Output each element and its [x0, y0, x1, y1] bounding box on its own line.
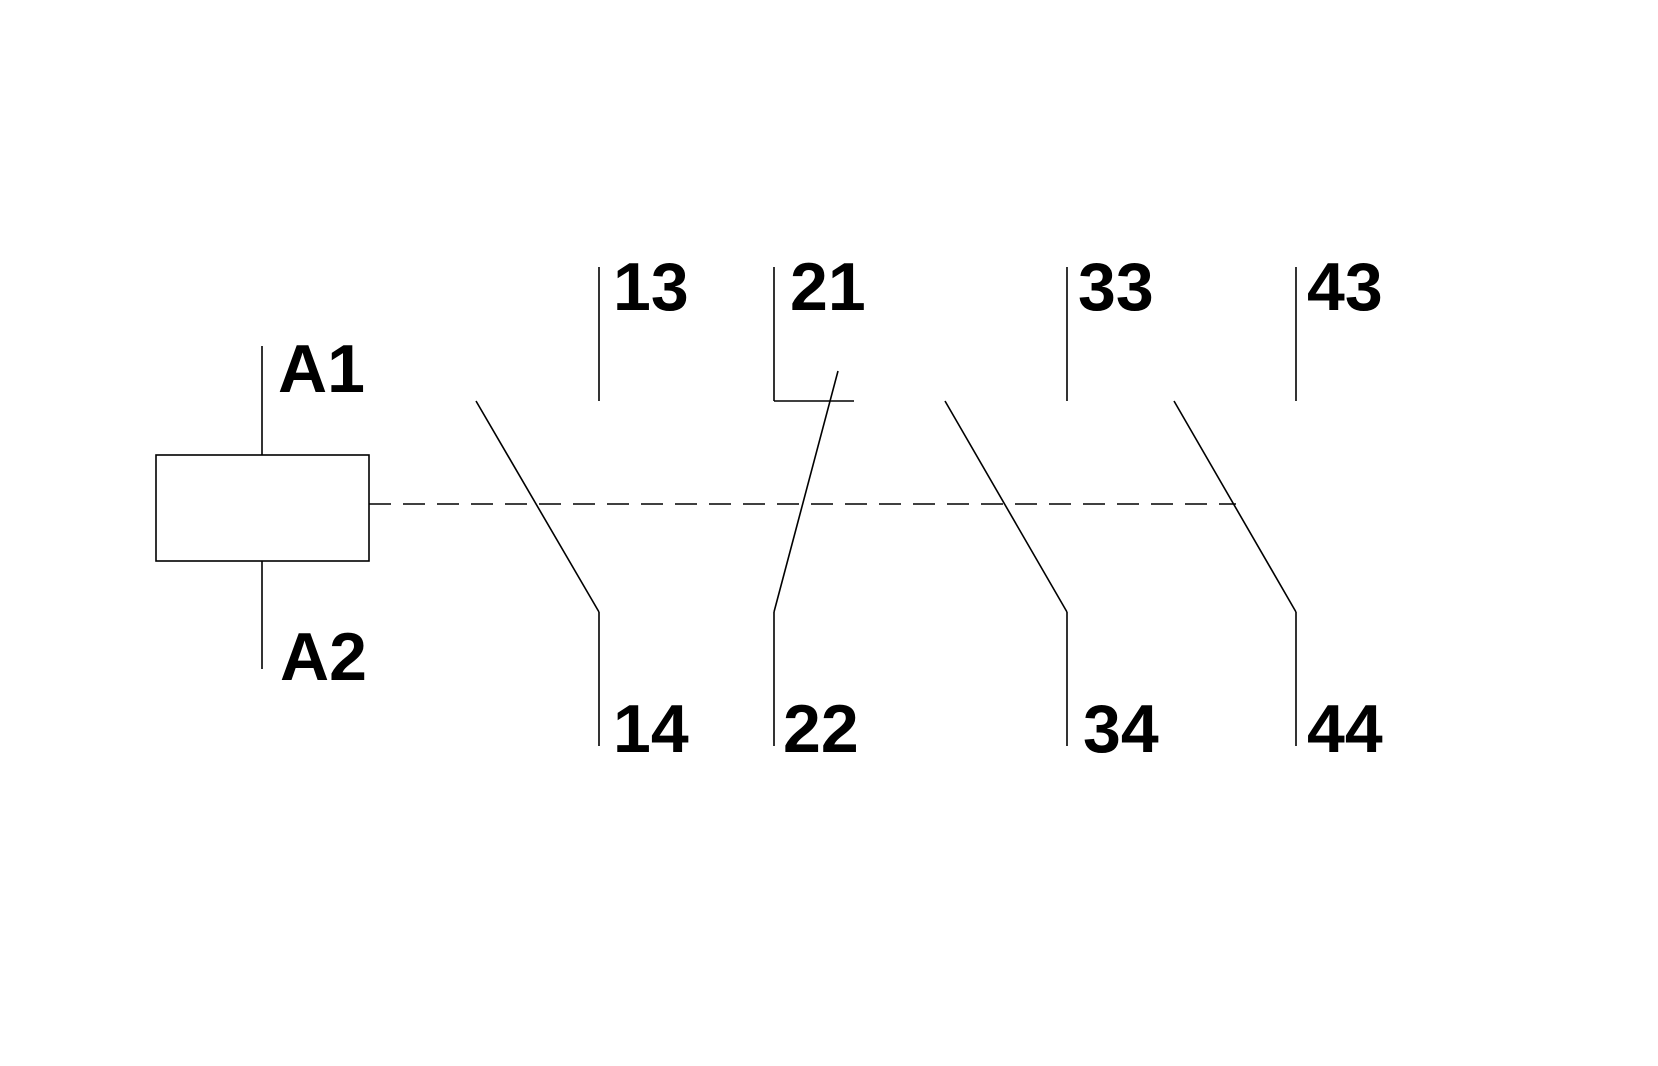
contact-blade [944, 400, 1068, 613]
terminal-label-43: 43 [1307, 249, 1383, 325]
contact-blade [773, 370, 839, 613]
terminal-label-13: 13 [613, 249, 689, 325]
coil: A1 A2 [155, 331, 370, 695]
terminal-label-a2: A2 [280, 619, 367, 695]
coil-box [155, 454, 370, 562]
terminal-label-44: 44 [1307, 691, 1383, 767]
contact-blade [1173, 400, 1297, 613]
contact-no-13-14: 13 14 [475, 249, 689, 767]
terminal-label-21: 21 [790, 249, 866, 325]
terminal-label-22: 22 [783, 691, 859, 767]
contact-no-33-34: 33 34 [944, 249, 1159, 767]
contact-no-43-44: 43 44 [1173, 249, 1383, 767]
terminal-label-a1: A1 [278, 331, 365, 407]
terminal-label-14: 14 [613, 691, 689, 767]
terminal-label-34: 34 [1083, 691, 1159, 767]
contact-nc-21-22: 21 22 [773, 249, 866, 767]
terminal-label-33: 33 [1078, 249, 1154, 325]
contact-blade [475, 400, 600, 613]
